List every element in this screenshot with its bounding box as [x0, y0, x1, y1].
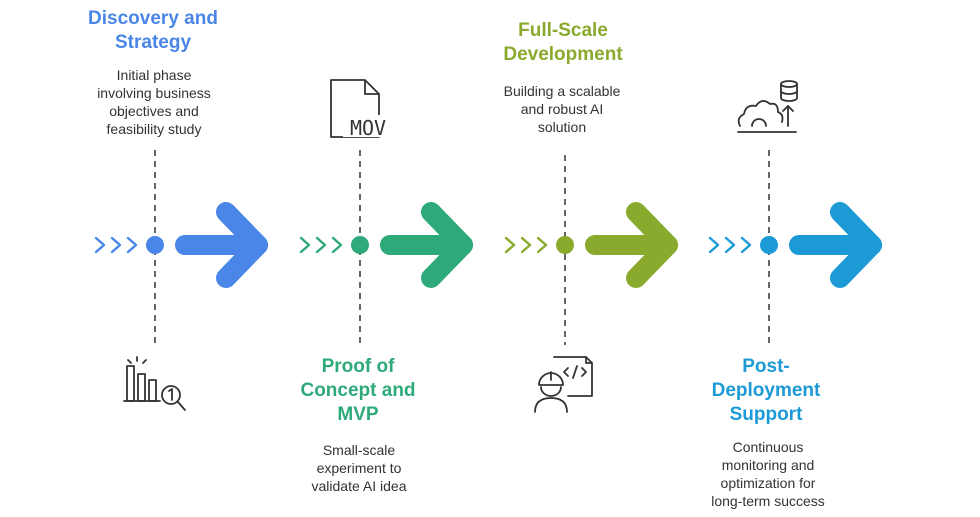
stage-4-marker: [760, 236, 778, 254]
stage-3-chevrons-icon: [504, 236, 548, 254]
stage-4-arrow-icon: [789, 202, 882, 288]
stage-2-marker: [351, 236, 369, 254]
stage-3-marker: [556, 236, 574, 254]
stage-2-title: Proof of Concept and MVP: [300, 356, 416, 425]
mov-label-bg: [343, 115, 393, 137]
stage-1-description: Initial phase involving business objecti…: [97, 67, 211, 137]
stage-1-chevrons-icon: [94, 236, 138, 254]
developer-code-icon: [534, 356, 593, 413]
stage-2-arrow-icon: [380, 202, 473, 288]
stage-2-description: Small-scale experiment to validate AI id…: [311, 442, 407, 494]
stage-1-arrow-icon: [175, 202, 268, 288]
mov-label: MOV: [350, 116, 386, 140]
stage-1-marker: [146, 236, 164, 254]
stage-4-description: Continuous monitoring and optimization f…: [711, 439, 825, 509]
stage-1-title: Discovery and Strategy: [88, 8, 218, 53]
ranking-chart-magnifier-icon: [123, 356, 186, 411]
stage-2-chevrons-icon: [299, 236, 343, 254]
stage-3-description: Building a scalable and robust AI soluti…: [503, 83, 621, 135]
stage-3-arrow-icon: [585, 202, 678, 288]
stage-4-title: Post- Deployment Support: [711, 356, 821, 425]
database-cloud-upload-icon: [737, 80, 798, 133]
stage-3-title: Full-Scale Development: [503, 20, 623, 65]
stage-4-chevrons-icon: [708, 236, 752, 254]
